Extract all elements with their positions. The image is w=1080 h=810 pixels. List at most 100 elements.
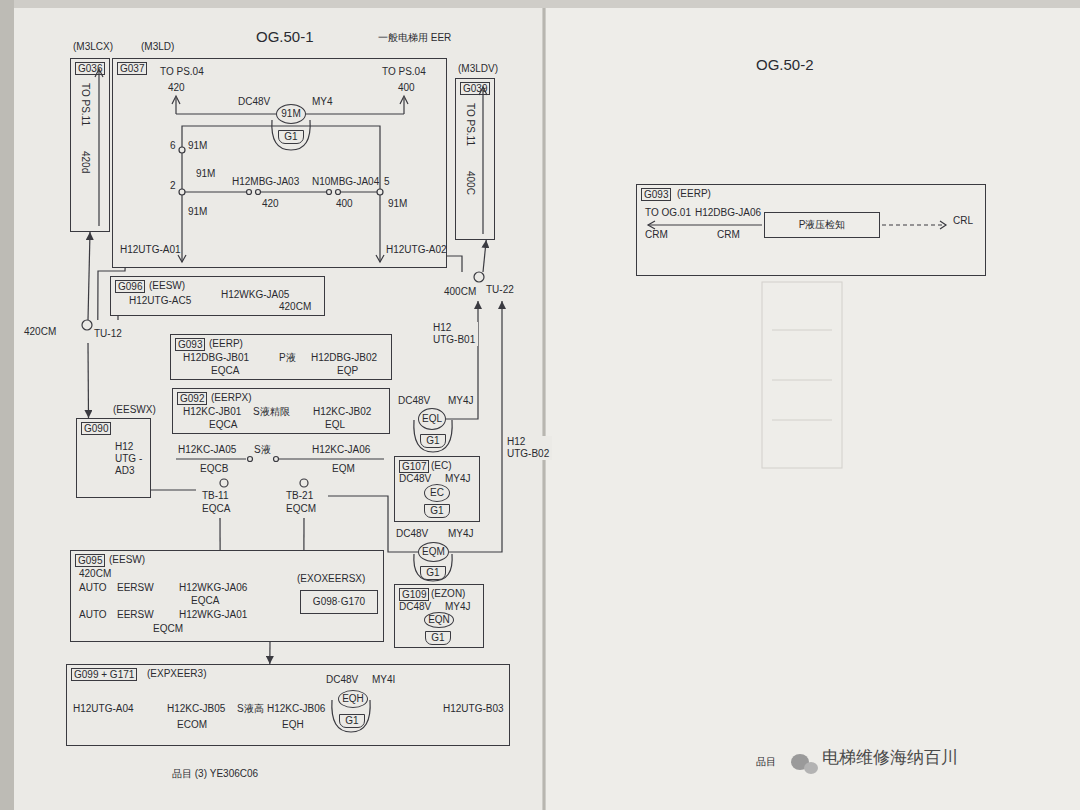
wire-label: EQL	[325, 419, 345, 431]
wire-label: H12KC-JB02	[313, 406, 371, 418]
wire-label: (M3LD)	[141, 41, 174, 53]
wire-label: EERSW	[117, 609, 154, 621]
wire-label: G1	[431, 632, 444, 644]
wire-label: H12 UTG -AD3	[115, 441, 147, 477]
terminal-box: (M3LDV)G039TO PS.11400C	[455, 78, 495, 240]
wire-label: TO PS.11	[79, 83, 91, 126]
wire-label: G1	[426, 567, 439, 579]
relay-coil: EQH	[338, 690, 368, 708]
g1-box: G1	[278, 130, 304, 144]
wire-label: 400C	[464, 171, 476, 195]
wire-label: H12UTG-A01	[120, 244, 181, 256]
wire-label: 2	[170, 180, 176, 192]
wire-label: 420CM	[279, 301, 311, 313]
wire-label: (EERP)	[677, 188, 711, 200]
wire-connector	[328, 496, 418, 552]
switch-box: (EESWX)G090H12 UTG -AD3	[76, 418, 151, 498]
wire-label: G039	[460, 82, 490, 95]
circuit-box: G093(EERP)TO OG.01CRMH12DBG-JA06CRMCRLP液…	[636, 184, 986, 276]
wire-label: EQCA	[202, 503, 230, 515]
wire-label: 5	[384, 176, 390, 188]
wire-label: G1	[430, 505, 443, 517]
wire-label: (EXOXEERSX)	[297, 573, 365, 585]
wire-label: DC48V	[399, 601, 431, 613]
terminal-point: TB-11EQCA	[196, 478, 244, 518]
g1-box: G1	[424, 504, 450, 518]
wire-label: 400	[398, 82, 415, 94]
wire-connector	[219, 518, 220, 550]
wire-label: DC48V	[396, 528, 428, 540]
wire-label: 6	[170, 140, 176, 152]
wire-label: EC	[430, 487, 444, 499]
wire-label: H12KC-JA06	[312, 444, 370, 456]
wire-connector	[117, 316, 118, 320]
wire-label: EERSW	[117, 582, 154, 594]
wire-label: 420CM	[79, 568, 111, 580]
wire-label: G098·G170	[313, 596, 365, 608]
wire-label: EQCA	[209, 419, 237, 431]
wire-label: H12DBG-JA06	[695, 207, 761, 219]
wire-label: G090	[81, 422, 111, 435]
wire-label: 91M	[188, 206, 207, 218]
wire-label: TB-21	[286, 490, 313, 502]
wire-label: G099 + G171	[71, 668, 137, 681]
option-box: G098·G170	[300, 590, 378, 614]
wire-label: G1	[284, 131, 297, 143]
wire-label: MY4I	[372, 674, 395, 686]
wire-label: MY4J	[445, 601, 471, 613]
wire-label: 420d	[79, 151, 91, 173]
g1-box: G1	[339, 714, 365, 728]
wire-label: S液	[254, 444, 271, 456]
g1-box: G1	[420, 434, 446, 448]
wire-label: G1	[345, 715, 358, 727]
wire-label: N10MBG-JA04	[312, 176, 379, 188]
wire-label: CRM	[717, 229, 740, 241]
wire-label: 420	[168, 82, 185, 94]
relay-coil: EC	[424, 484, 450, 502]
wire-label: H12WKG-JA05	[221, 289, 289, 301]
relay-box: (M3LD)G03791MG1	[112, 58, 447, 268]
circuit-box: G109(EZON)DC48VMY4JEQNG1	[394, 584, 484, 648]
wire-label: TO OG.01	[645, 207, 691, 219]
page-title: OG.50-1	[256, 28, 314, 46]
wire-label: EQP	[337, 365, 358, 377]
wire-label: (EESW)	[149, 280, 185, 292]
wire-label: (EXPXEER3)	[147, 668, 206, 680]
wire-label: EQL	[422, 413, 442, 425]
wire-label: 420CM	[24, 326, 56, 338]
wire-label: TU-12	[94, 328, 122, 340]
wire-label: AUTO	[79, 582, 107, 594]
wire-label: TO PS.04	[160, 66, 204, 78]
wire-label: 品目	[756, 756, 776, 768]
wire-label: EQM	[422, 546, 445, 558]
g1-box: G1	[420, 566, 446, 580]
wire-label: TU-22	[486, 284, 514, 296]
wire-connector	[446, 301, 478, 419]
wire-label: (EC)	[431, 460, 452, 472]
wire-label: EQCB	[200, 463, 228, 475]
wire-label: TB-11	[202, 490, 229, 502]
wire-connector	[88, 232, 90, 320]
wire-label: DC48V	[399, 473, 431, 485]
terminal-point: TB-21EQCM	[280, 478, 328, 518]
wire-connector	[151, 489, 196, 490]
circuit-box: G093(EERP)H12DBG-JB01P液H12DBG-JB02EQCAEQ…	[170, 334, 392, 380]
wire-label: 91M	[196, 168, 215, 180]
watermark: 电梯维修海纳百川	[822, 748, 958, 768]
wire-label: EQCA	[191, 595, 219, 607]
wire-label: P液压检知	[799, 219, 846, 231]
wire-label: EQN	[428, 614, 450, 626]
wire-label: TO PS.04	[382, 66, 426, 78]
wire-label: 400	[336, 198, 353, 210]
wire-label: H12DBG-JB02	[311, 352, 377, 364]
wire-label: G095	[75, 554, 105, 567]
edge-label: H12 UTG-B02	[506, 436, 552, 460]
wire-label: (EERPX)	[211, 392, 252, 404]
wire-label: 420	[262, 198, 279, 210]
wire-label: EQCM	[153, 623, 183, 635]
wire-label: ECOM	[177, 719, 207, 731]
wire-label: DC48V	[326, 674, 358, 686]
wire-connector	[483, 240, 486, 272]
